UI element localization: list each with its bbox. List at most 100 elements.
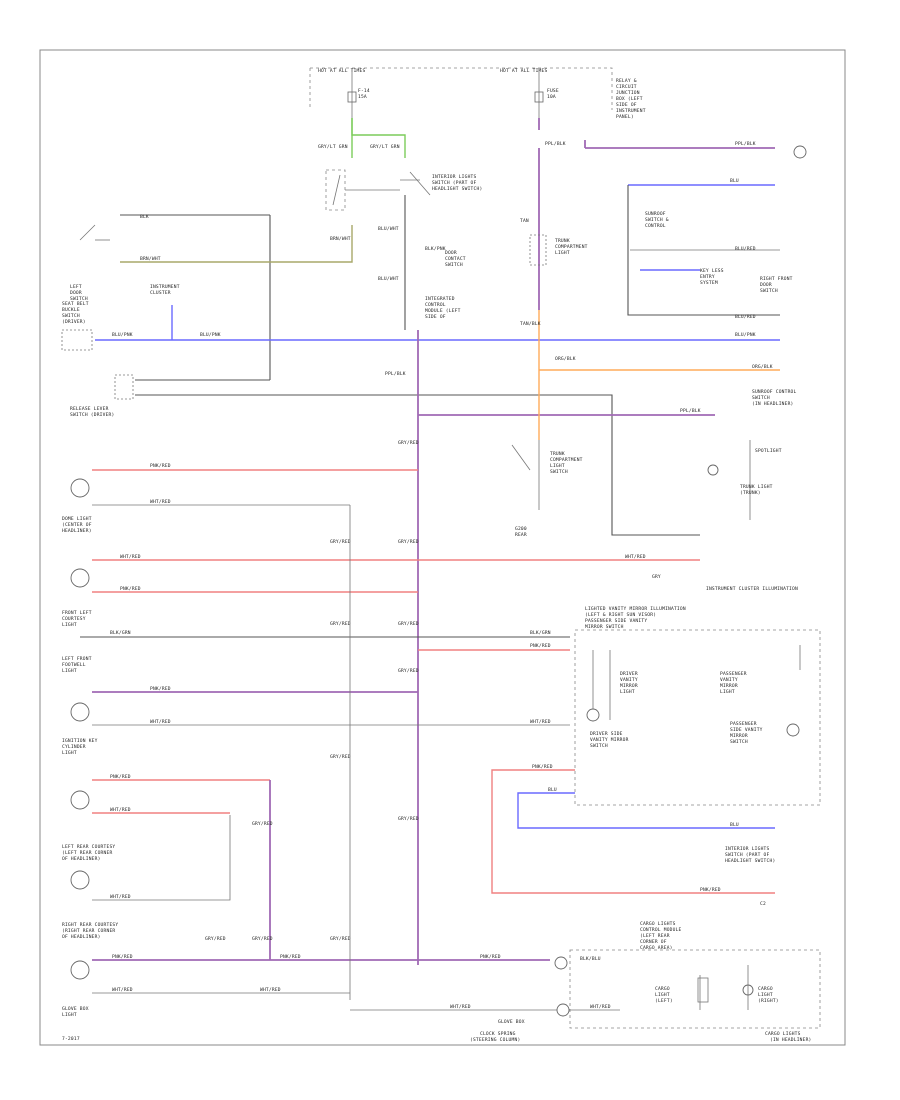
svg-text:ORG/BLK: ORG/BLK (752, 364, 773, 370)
svg-text:GRY/LT GRN: GRY/LT GRN (318, 144, 348, 150)
svg-text:PPL/BLK: PPL/BLK (680, 408, 701, 414)
svg-text:PPL/BLK: PPL/BLK (385, 371, 406, 377)
svg-text:PNK/RED: PNK/RED (530, 643, 551, 649)
svg-text:VANITY MIRROR: VANITY MIRROR (590, 737, 629, 743)
svg-text:PNK/RED: PNK/RED (280, 954, 301, 960)
junction-note-2: JUNCTION (616, 90, 640, 96)
svg-text:BLU/WHT: BLU/WHT (378, 226, 399, 232)
svg-text:COMPARTMENT: COMPARTMENT (550, 457, 583, 463)
svg-text:FUSE: FUSE (547, 88, 559, 94)
svg-text:INSTRUMENT CLUSTER ILLUMINATIO: INSTRUMENT CLUSTER ILLUMINATION (706, 586, 798, 592)
svg-text:GRY/RED: GRY/RED (398, 668, 419, 674)
svg-text:TRUNK: TRUNK (550, 451, 565, 457)
svg-text:SWITCH (PART OF: SWITCH (PART OF (432, 180, 477, 186)
svg-text:VANITY: VANITY (620, 677, 638, 683)
svg-text:BRN/WHT: BRN/WHT (140, 256, 161, 262)
svg-text:SPOTLIGHT: SPOTLIGHT (755, 448, 782, 454)
svg-text:ENTRY: ENTRY (700, 274, 715, 280)
junction-note-3: BOX (LEFT (616, 96, 643, 102)
svg-text:COURTESY: COURTESY (62, 616, 86, 622)
svg-text:DRIVER SIDE: DRIVER SIDE (590, 731, 623, 737)
svg-text:GLOVE BOX: GLOVE BOX (62, 1006, 89, 1012)
svg-text:MIRROR: MIRROR (620, 683, 638, 689)
svg-text:CONTROL: CONTROL (645, 223, 666, 229)
svg-text:GRY: GRY (652, 574, 661, 580)
svg-text:(IN HEADLINER): (IN HEADLINER) (770, 1037, 812, 1043)
svg-text:INSTRUMENT: INSTRUMENT (150, 284, 180, 290)
clock-spring-icon (556, 1003, 570, 1017)
light-dome-left: PNK/RED WHT/RED DOME LIGHT (CENTER OF HE… (62, 463, 418, 534)
svg-text:TRUNK: TRUNK (555, 238, 570, 244)
svg-text:WHT/RED: WHT/RED (150, 719, 171, 725)
svg-text:WHT/RED: WHT/RED (625, 554, 646, 560)
svg-text:CARGO AREA): CARGO AREA) (640, 945, 673, 951)
svg-text:WHT/RED: WHT/RED (450, 1004, 471, 1010)
junction-note-4: SIDE OF (616, 102, 637, 108)
cargo-module: CARGO LIGHTS CONTROL MODULE (LEFT REAR C… (554, 921, 821, 1029)
svg-text:(IN HEADLINER): (IN HEADLINER) (752, 401, 794, 407)
svg-text:LIGHT: LIGHT (550, 463, 565, 469)
svg-text:BLK/BLU: BLK/BLU (580, 956, 601, 962)
wire-olive (120, 225, 353, 263)
svg-text:VANITY: VANITY (720, 677, 738, 683)
svg-text:(LEFT): (LEFT) (655, 998, 673, 1004)
svg-text:GRY/RED: GRY/RED (398, 621, 419, 627)
svg-text:LIGHT: LIGHT (555, 250, 570, 256)
svg-text:INTEGRATED: INTEGRATED (425, 296, 455, 302)
wire-blue-loop (517, 792, 775, 829)
svg-text:(RIGHT): (RIGHT) (758, 998, 779, 1004)
svg-text:INTERIOR LIGHTS: INTERIOR LIGHTS (432, 174, 477, 180)
svg-text:IGNITION KEY: IGNITION KEY (62, 738, 98, 744)
svg-text:(RIGHT REAR CORNER: (RIGHT REAR CORNER (62, 928, 115, 934)
svg-text:CARGO: CARGO (655, 986, 670, 992)
svg-text:PNK/RED: PNK/RED (480, 954, 501, 960)
left-door-switch: BLK LEFT DOOR SWITCH (70, 214, 271, 380)
svg-text:CONTROL: CONTROL (425, 302, 446, 308)
svg-text:GRY/RED: GRY/RED (330, 754, 351, 760)
light-front-left: WHT/RED PNK/RED WHT/RED GRY INSTRUMENT C… (70, 539, 798, 593)
svg-text:WHT/RED: WHT/RED (530, 719, 551, 725)
svg-text:SWITCH: SWITCH (752, 395, 770, 401)
svg-text:SUNROOF: SUNROOF (645, 211, 666, 217)
svg-text:PNK/RED: PNK/RED (532, 764, 553, 770)
svg-text:BLU/PNK: BLU/PNK (200, 332, 221, 338)
svg-text:HEADLIGHT SWITCH): HEADLIGHT SWITCH) (432, 186, 482, 192)
svg-text:COMPARTMENT: COMPARTMENT (555, 244, 588, 250)
svg-text:BLU: BLU (730, 822, 739, 828)
svg-text:(LEFT REAR: (LEFT REAR (640, 933, 670, 939)
ground-symbol-icon (793, 145, 807, 159)
junction-note-6: PANEL) (616, 114, 634, 120)
svg-text:DOOR: DOOR (445, 250, 457, 256)
svg-text:REAR: REAR (515, 532, 527, 538)
svg-text:SIDE VANITY: SIDE VANITY (730, 727, 763, 733)
svg-text:FRONT LEFT: FRONT LEFT (62, 610, 92, 616)
svg-text:LIGHT: LIGHT (720, 689, 735, 695)
svg-text:SEAT BELT: SEAT BELT (62, 301, 89, 307)
svg-text:MIRROR: MIRROR (730, 733, 748, 739)
svg-text:GLOVE BOX: GLOVE BOX (498, 1019, 525, 1025)
svg-text:MIRROR: MIRROR (720, 683, 738, 689)
svg-text:BRN/WHT: BRN/WHT (330, 236, 351, 242)
power-feed-box: HOT AT ALL TIMES HOT AT ALL TIMES RELAY … (309, 67, 645, 120)
svg-text:TAN: TAN (520, 218, 529, 224)
light-glove-box: RIGHT REAR COURTESY (RIGHT REAR CORNER O… (62, 922, 550, 1018)
svg-text:TAN/BLK: TAN/BLK (520, 321, 541, 327)
svg-text:RIGHT FRONT: RIGHT FRONT (760, 276, 793, 282)
svg-text:SWITCH &: SWITCH & (645, 217, 669, 223)
svg-text:WHT/RED: WHT/RED (110, 807, 131, 813)
svg-text:OF HEADLINER): OF HEADLINER) (62, 934, 101, 940)
svg-text:GRY/RED: GRY/RED (252, 936, 273, 942)
svg-text:PPL/BLK: PPL/BLK (735, 141, 756, 147)
svg-text:HEADLIGHT SWITCH): HEADLIGHT SWITCH) (725, 858, 775, 864)
svg-text:BLU/PNK: BLU/PNK (735, 332, 756, 338)
svg-text:PNK/RED: PNK/RED (112, 954, 133, 960)
svg-text:LIGHT: LIGHT (62, 622, 77, 628)
wire-green-left (351, 118, 406, 158)
svg-text:SWITCH: SWITCH (730, 739, 748, 745)
svg-text:PNK/RED: PNK/RED (110, 774, 131, 780)
svg-text:PNK/RED: PNK/RED (150, 463, 171, 469)
svg-text:PASSENGER SIDE VANITY: PASSENGER SIDE VANITY (585, 618, 647, 624)
svg-text:HEADLINER): HEADLINER) (62, 528, 92, 534)
svg-text:BLK/GRN: BLK/GRN (530, 630, 551, 636)
